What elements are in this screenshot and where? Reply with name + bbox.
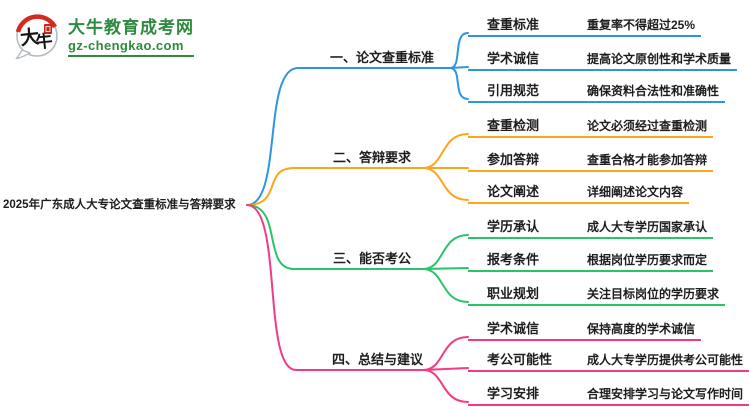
branch-label-2: 二、答辩要求 bbox=[333, 150, 412, 165]
subtopic-desc: 提高论文原创性和学术质量 bbox=[587, 52, 732, 66]
subtopic-desc: 保持高度的学术诚信 bbox=[587, 322, 696, 336]
site-logo: 大 牛 大牛教育成考网 gz-chengkao.com bbox=[13, 11, 194, 59]
subtopic-desc: 论文必须经过查重检测 bbox=[587, 119, 708, 133]
branch-label-3: 三、能否考公 bbox=[333, 251, 412, 266]
subtopic-label: 考公可能性 bbox=[487, 352, 553, 367]
subtopic-desc: 详细阐述论文内容 bbox=[587, 185, 684, 199]
subtopic-label: 查重检测 bbox=[487, 118, 540, 133]
icon-char-da: 大 bbox=[19, 25, 40, 50]
icon-char-niu: 牛 bbox=[35, 30, 54, 52]
subtopic-row: 职业规划 关注目标岗位的学历要求 bbox=[468, 280, 726, 306]
subtopic-row: 查重标准 重复率不得超过25% bbox=[468, 11, 702, 37]
subtopic-desc: 成人大专学历提供考公可能性 bbox=[587, 353, 744, 367]
subtopic-row: 学历承认 成人大专学历国家承认 bbox=[468, 213, 714, 239]
subtopic-label: 学术诚信 bbox=[487, 321, 540, 336]
daniu-bubble-icon: 大 牛 bbox=[15, 14, 58, 59]
subtopic-row: 引用规范 确保资料合法性和准确性 bbox=[468, 77, 726, 103]
subtopic-label: 引用规范 bbox=[487, 83, 540, 98]
subtopic-desc: 成人大专学历国家承认 bbox=[587, 220, 708, 234]
subtopic-row: 学术诚信 保持高度的学术诚信 bbox=[468, 315, 702, 341]
branch-3-curves bbox=[246, 204, 469, 303]
subtopic-label: 报考条件 bbox=[487, 252, 540, 267]
subtopic-label: 论文阐述 bbox=[487, 184, 540, 199]
branch-2-curves bbox=[246, 133, 469, 206]
subtopic-desc: 合理安排学习与论文写作时间 bbox=[587, 387, 744, 401]
logo-text-block: 大牛教育成考网 gz-chengkao.com bbox=[68, 18, 194, 57]
subtopic-row: 查重检测 论文必须经过查重检测 bbox=[468, 112, 714, 138]
subtopic-label: 学术诚信 bbox=[487, 51, 540, 66]
branch-label-4: 四、总结与建议 bbox=[332, 352, 424, 367]
subtopic-label: 职业规划 bbox=[487, 286, 540, 301]
subtopic-label: 参加答辩 bbox=[487, 152, 540, 167]
logo-title: 大牛教育成考网 bbox=[68, 18, 194, 37]
branch-1-curves bbox=[246, 32, 469, 206]
subtopic-label: 学习安排 bbox=[487, 386, 540, 401]
subtopic-row: 参加答辩 查重合格才能参加答辩 bbox=[468, 146, 714, 172]
branch-label-1: 一、论文查重标准 bbox=[330, 50, 435, 65]
subtopic-desc: 确保资料合法性和准确性 bbox=[587, 84, 720, 98]
subtopic-row: 报考条件 根据岗位学历要求而定 bbox=[468, 246, 714, 272]
logo-url: gz-chengkao.com bbox=[68, 38, 194, 57]
subtopic-row: 考公可能性 成人大专学历提供考公可能性 bbox=[468, 346, 750, 372]
root-topic: 2025年广东成人大专论文查重标准与答辩要求 bbox=[3, 199, 236, 211]
subtopic-row: 学术诚信 提高论文原创性和学术质量 bbox=[468, 45, 738, 71]
subtopic-row: 论文阐述 详细阐述论文内容 bbox=[468, 178, 690, 204]
subtopic-desc: 查重合格才能参加答辩 bbox=[587, 153, 708, 167]
branch-4-curves bbox=[246, 204, 469, 403]
subtopic-label: 查重标准 bbox=[487, 17, 540, 32]
subtopic-row: 学习安排 合理安排学习与论文写作时间 bbox=[468, 380, 750, 406]
subtopic-desc: 根据岗位学历要求而定 bbox=[587, 253, 708, 267]
subtopic-desc: 关注目标岗位的学历要求 bbox=[587, 287, 720, 301]
subtopic-desc: 重复率不得超过25% bbox=[587, 18, 696, 32]
subtopic-label: 学历承认 bbox=[487, 219, 540, 234]
